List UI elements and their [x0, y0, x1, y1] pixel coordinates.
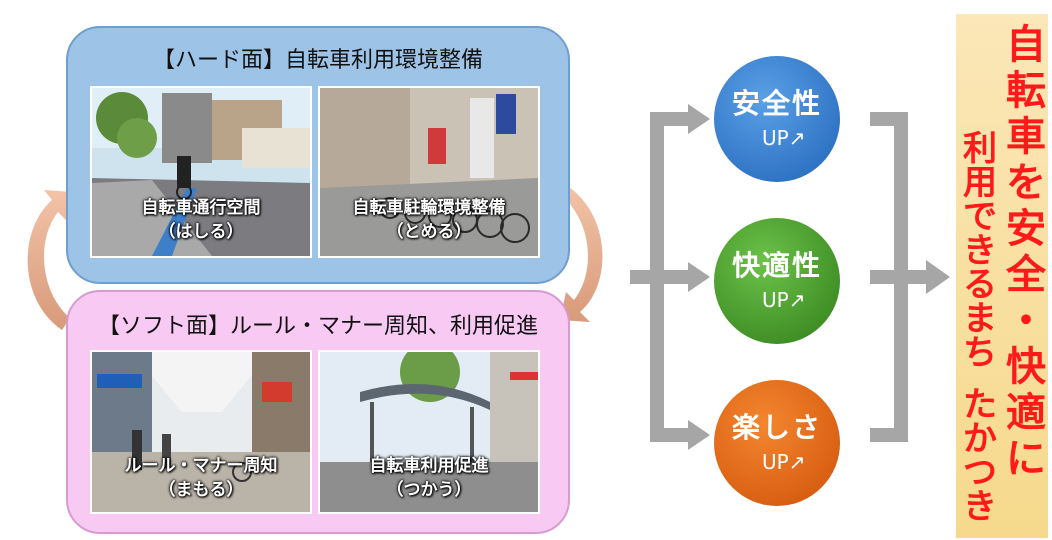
bike-parking-photo: 自転車駐輪環境整備（とめる） — [318, 86, 540, 258]
soft-panel-title: 【ソフト面】ルール・マナー周知、利用促進 — [97, 314, 538, 339]
comfort-up-circle: 快適性 UP↗ — [714, 218, 840, 344]
left-cycle-arrow — [27, 190, 72, 330]
goal-banner-column-1: 自転車 を安全 ・快適 に — [1006, 22, 1046, 482]
fun-up-label: UP↗ — [762, 450, 806, 474]
bike-promotion-photo: 自転車利用促進（つかう） — [318, 350, 540, 514]
bike-parking-caption: 自転車駐輪環境整備（とめる） — [352, 198, 506, 242]
goal-banner: 自転車 を安全 ・快適 に 利用で きるま ち た かつき — [956, 14, 1048, 538]
right-cycle-arrow — [560, 185, 603, 322]
bike-promotion-caption: 自転車利用促進（つかう） — [369, 456, 489, 500]
comfort-label: 快適性 — [731, 249, 822, 282]
rules-manners-photo: ルール・マナー周知（まもる） — [90, 350, 312, 514]
comfort-up-label: UP↗ — [762, 288, 806, 312]
safety-up-label: UP↗ — [762, 126, 806, 150]
hard-panel-title: 【ハード面】自転車利用環境整備 — [152, 48, 483, 73]
rules-manners-caption: ルール・マナー周知（まもる） — [124, 456, 278, 500]
goal-banner-column-2: 利用で きるま ち た かつき — [963, 129, 997, 527]
bike-lane-photo: 自転車通行空間（はしる） — [90, 86, 312, 258]
hard-side-panel: 【ハード面】自転車利用環境整備 自転車通行空間（はしる） — [66, 26, 570, 284]
bike-lane-caption: 自転車通行空間（はしる） — [141, 198, 261, 242]
safety-label: 安全性 — [731, 87, 822, 120]
fun-label: 楽しさ — [731, 411, 822, 444]
soft-side-panel: 【ソフト面】ルール・マナー周知、利用促進 ルール・マナー周知（まもる） — [66, 290, 570, 534]
fun-up-circle: 楽しさ UP↗ — [714, 380, 840, 506]
safety-up-circle: 安全性 UP↗ — [714, 56, 840, 182]
